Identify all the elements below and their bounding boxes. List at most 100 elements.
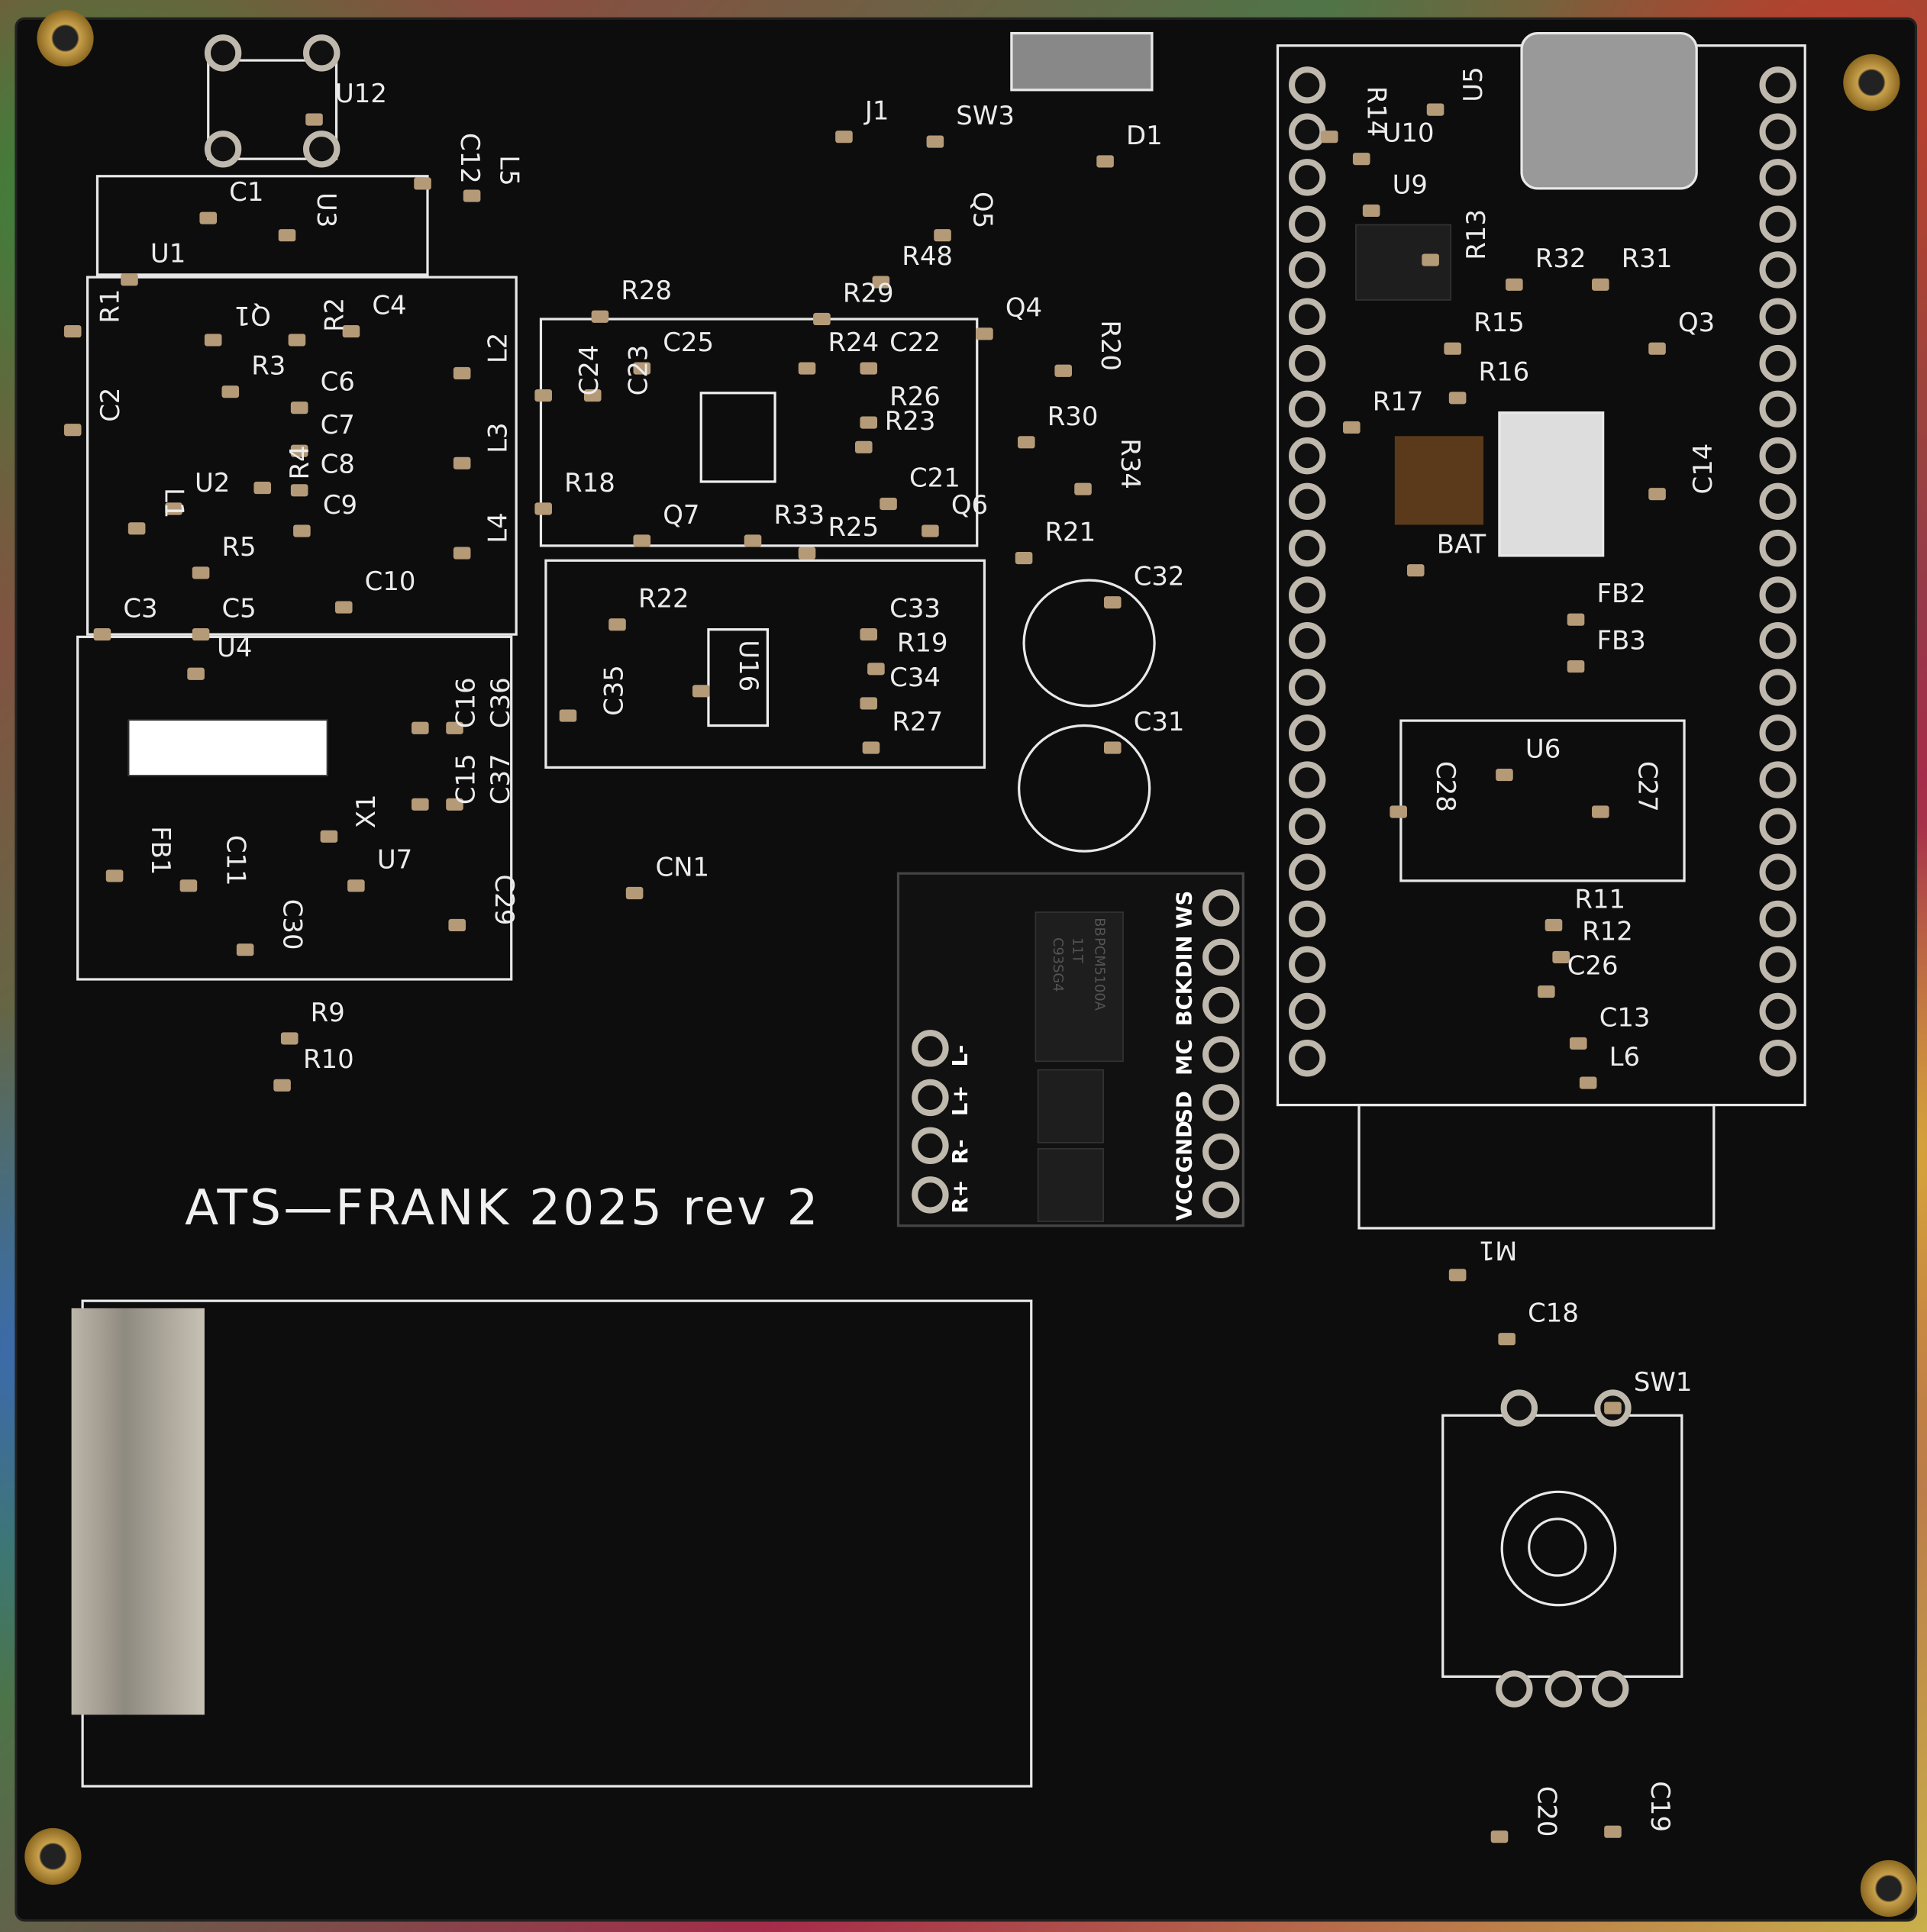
smd-pad <box>448 918 466 932</box>
silkscreen-label-c5: C5 <box>221 593 257 624</box>
header-pin-hole <box>1759 1039 1796 1076</box>
silkscreen-label-q1: Q1 <box>234 300 271 331</box>
slide-switch-sw3[interactable] <box>1010 31 1154 92</box>
smd-pad <box>204 334 222 347</box>
module-pin-hole <box>912 1127 949 1165</box>
silkscreen-label-u1: U1 <box>150 239 186 269</box>
through-hole <box>1592 1670 1629 1708</box>
silkscreen-label-q4: Q4 <box>1005 293 1043 323</box>
header-pin-hole <box>1759 992 1796 1031</box>
silkscreen-label-m1: M1 <box>1478 1235 1518 1266</box>
header-pin-hole <box>1759 761 1796 798</box>
silkscreen-label-r20: R20 <box>1095 320 1125 372</box>
silkscreen-label-c9: C9 <box>322 490 358 521</box>
silkscreen-label-r33: R33 <box>773 500 825 530</box>
smd-pad <box>342 325 360 338</box>
smd-pad <box>293 524 311 537</box>
smd-pad <box>165 502 182 515</box>
silkscreen-label-r10: R10 <box>302 1044 354 1075</box>
header-pin-hole <box>1759 947 1796 984</box>
silkscreen-label-r19: R19 <box>896 628 948 658</box>
smd-pad <box>534 502 552 515</box>
silkscreen-label-c28: C28 <box>1430 761 1461 812</box>
silkscreen-label-c24: C24 <box>574 344 605 396</box>
smd-pad <box>446 721 463 734</box>
header-pin-hole <box>1759 390 1796 428</box>
smd-pad <box>1648 342 1666 355</box>
silkscreen-label-r28: R28 <box>621 276 673 306</box>
u16-footprint <box>707 628 770 727</box>
silkscreen-label-c22: C22 <box>889 327 941 358</box>
capacitor-c31-outline <box>1017 724 1151 853</box>
smd-pad <box>1604 1825 1622 1838</box>
encoder-shaft <box>1528 1518 1587 1577</box>
silkscreen-label-l4: L4 <box>483 512 513 543</box>
smd-pad <box>1074 482 1092 495</box>
smd-pad <box>860 362 878 375</box>
u4-ic-footprint <box>127 719 328 776</box>
header-pin-hole <box>1289 853 1326 892</box>
chip-logo: BB <box>1091 918 1108 937</box>
smd-pad <box>633 534 651 547</box>
silkscreen-label-r13: R13 <box>1461 209 1491 260</box>
silkscreen-label-c35: C35 <box>599 665 629 716</box>
module-pin-label-ws: WS <box>1173 890 1198 929</box>
smd-pad <box>105 869 124 882</box>
amp-chip <box>1037 1069 1104 1143</box>
smd-pad <box>1569 1037 1587 1050</box>
module-pin-label-bck: BCK <box>1173 978 1198 1027</box>
usb-c-connector <box>1520 31 1698 190</box>
module-pin-hole <box>1202 937 1240 976</box>
smd-pad <box>446 798 463 811</box>
header-pin-hole <box>1759 159 1796 196</box>
silkscreen-label-q5: Q5 <box>967 192 998 229</box>
smd-pad <box>1604 1401 1622 1414</box>
silkscreen-label-c6: C6 <box>320 366 355 397</box>
smd-pad <box>872 276 890 289</box>
module-pin-hole <box>1202 986 1240 1024</box>
silkscreen-label-l5: L5 <box>494 155 524 186</box>
silk-outline-u16 <box>544 559 986 769</box>
smd-pad <box>453 547 471 560</box>
silkscreen-label-c18: C18 <box>1528 1298 1579 1328</box>
smd-pad <box>862 741 880 754</box>
silkscreen-label-fb2: FB2 <box>1596 579 1646 609</box>
through-hole <box>204 131 242 168</box>
smd-pad <box>1498 1333 1515 1346</box>
smd-pad <box>414 177 431 190</box>
header-pin-hole <box>1289 159 1326 196</box>
smd-pad <box>236 943 254 956</box>
smd-pad <box>1352 153 1370 166</box>
module-pin-label: L- <box>948 1044 973 1067</box>
header-pin-hole <box>1759 298 1796 335</box>
header-pin-hole <box>1759 344 1796 382</box>
silkscreen-label-u9: U9 <box>1392 169 1428 200</box>
header-pin-hole <box>1289 714 1326 753</box>
smd-pad <box>347 879 365 892</box>
smd-pad <box>1343 421 1361 434</box>
header-pin-hole <box>1759 714 1796 753</box>
pcm5100a-chip: PCM5100A 11T C93SG4 BB <box>1035 911 1124 1063</box>
module-pin-label-mc: MC <box>1173 1038 1198 1076</box>
smd-pad <box>288 334 306 347</box>
smd-pad <box>305 113 323 126</box>
header-pin-hole <box>1289 437 1326 474</box>
through-hole <box>204 34 242 72</box>
chip-marking: PCM5100A <box>1091 937 1108 1011</box>
header-pin-hole <box>1759 576 1796 614</box>
silkscreen-label-r31: R31 <box>1621 244 1673 274</box>
through-hole <box>302 34 341 72</box>
silkscreen-label-fb3: FB3 <box>1596 625 1646 656</box>
smd-pad <box>1422 253 1439 266</box>
module-pin-hole <box>912 1030 949 1067</box>
module-pin-label-sd: SD <box>1173 1091 1198 1124</box>
header-pin-hole <box>1289 298 1326 335</box>
module-pin-hole <box>1202 1084 1240 1121</box>
smd-pad <box>63 325 82 338</box>
smd-pad <box>1567 613 1585 626</box>
header-pin-hole <box>1289 622 1326 660</box>
silkscreen-label-c27: C27 <box>1632 761 1663 812</box>
silkscreen-label-r34: R34 <box>1115 438 1145 489</box>
header-pin-hole <box>1289 576 1326 614</box>
smd-pad <box>880 497 897 511</box>
